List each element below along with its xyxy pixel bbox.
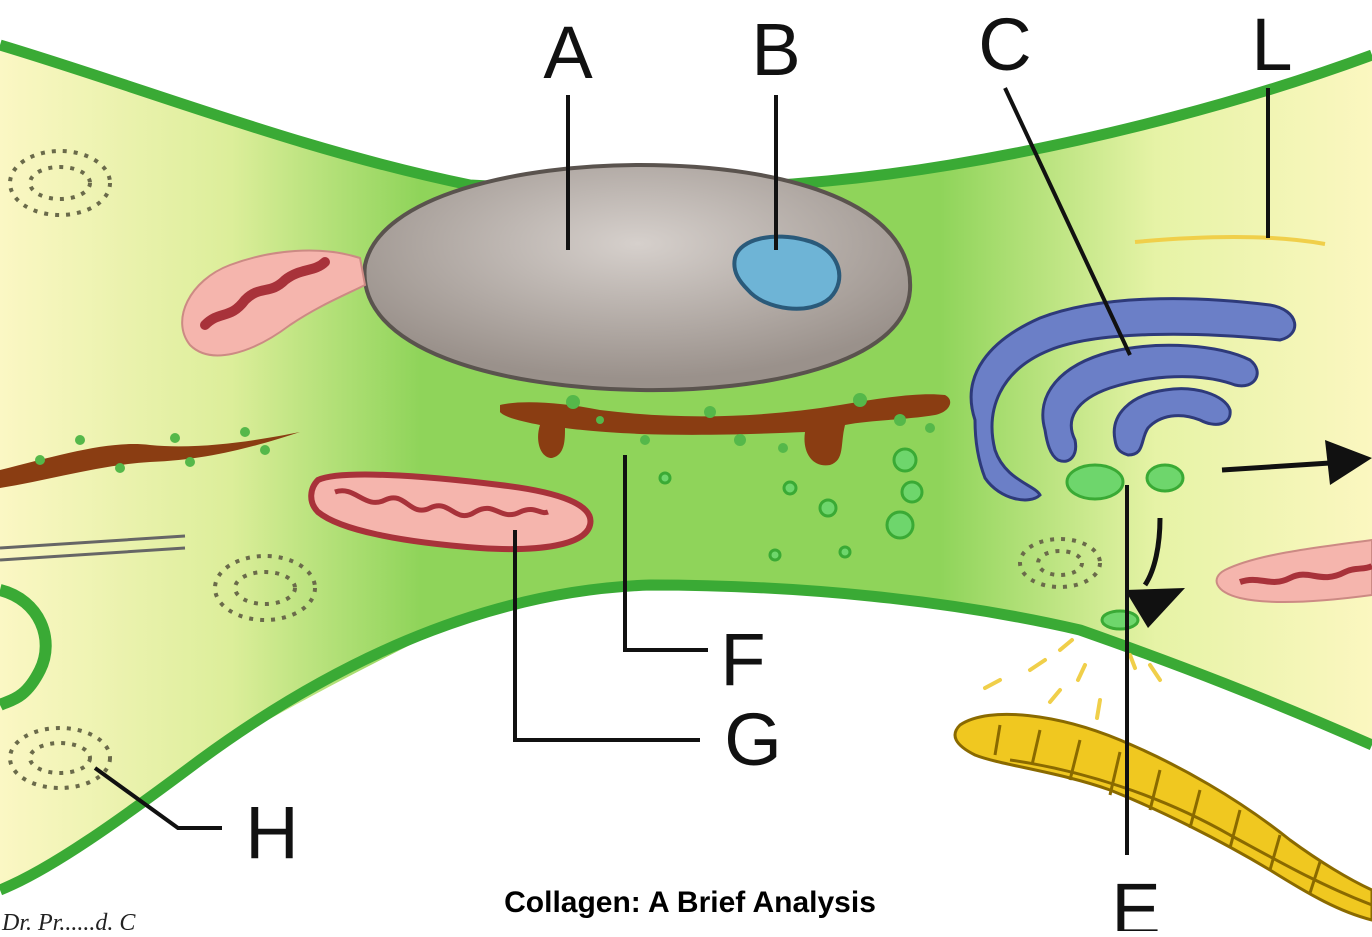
label-a: A xyxy=(543,11,593,94)
collagen-fibre xyxy=(955,714,1372,920)
label-f: F xyxy=(720,618,765,701)
label-e: E xyxy=(1111,868,1160,931)
label-g: G xyxy=(724,698,782,781)
label-c: C xyxy=(978,3,1031,86)
label-b: B xyxy=(751,8,800,91)
label-h: H xyxy=(245,791,298,874)
label-l: L xyxy=(1251,3,1292,86)
image-credit: Dr. Pr......d. C xyxy=(2,910,135,937)
page-title: Collagen: A Brief Analysis xyxy=(400,886,980,920)
